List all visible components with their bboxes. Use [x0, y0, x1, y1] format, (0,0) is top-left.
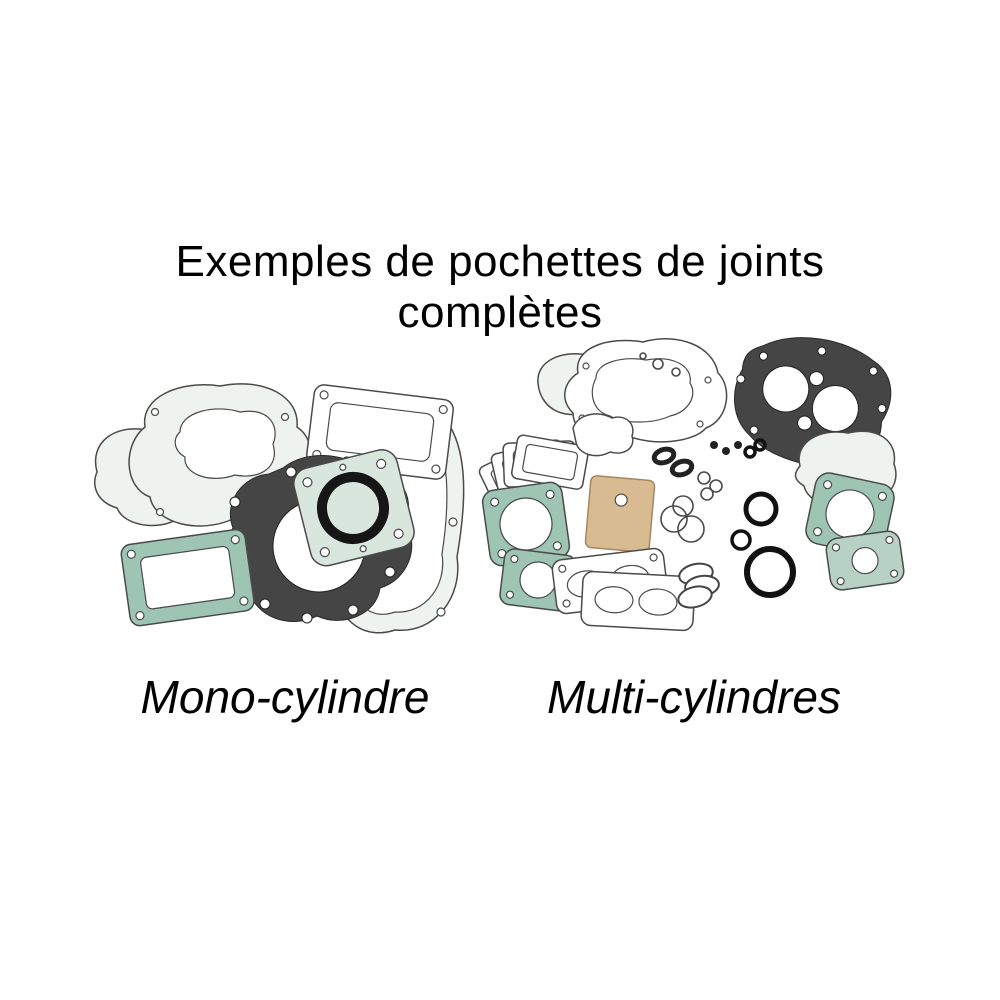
reed-valve-gasket — [120, 528, 255, 627]
valve-stem-seals — [651, 446, 695, 478]
cylinder-base-gasket-2 — [580, 570, 696, 632]
white-ring-stack — [677, 562, 720, 609]
multi-gasket-kit-illustration — [478, 337, 905, 632]
small-ring — [639, 352, 647, 360]
small-ring — [652, 358, 664, 370]
mono-gasket-kit-illustration — [94, 383, 465, 634]
image-title: Exemples de pochettes de joints complète… — [0, 236, 1000, 338]
base-gasket-teal — [481, 481, 571, 567]
washer-set — [710, 438, 767, 459]
cylinder-head-gasket — [293, 449, 415, 567]
right-green-gasket — [825, 530, 905, 591]
mono-cylinder-label: Mono-cylindre — [140, 671, 430, 723]
exhaust-gasket — [572, 413, 634, 457]
paper-gasket — [584, 475, 656, 553]
o-rings-black — [730, 491, 796, 598]
multi-cylinder-label: Multi-cylindres — [547, 671, 841, 723]
small-ring-cluster — [697, 471, 723, 501]
small-ring — [671, 367, 681, 377]
image-title-line2: complètes — [397, 288, 603, 338]
top-valve-gasket — [306, 384, 454, 480]
image-title-line1: Exemples de pochettes de joints — [175, 237, 825, 286]
metal-rings — [660, 495, 705, 543]
